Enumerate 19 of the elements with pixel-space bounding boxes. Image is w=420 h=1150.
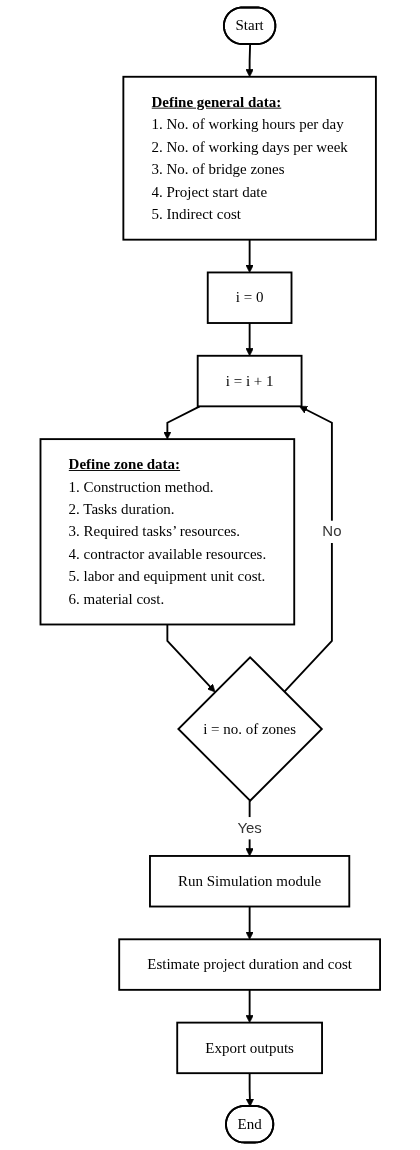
arrow: [283, 405, 333, 693]
arrow: [162, 405, 201, 440]
arrow: [245, 988, 254, 1023]
node-diamond: i = no. of zones: [176, 655, 323, 803]
arrow: [245, 1072, 254, 1107]
arrow: [245, 905, 254, 940]
node-box: i = i + 1: [196, 354, 303, 408]
arrow: [245, 322, 254, 357]
node-box: i = 0: [206, 271, 293, 324]
node-box: Export outputs: [176, 1021, 323, 1075]
arrow: [166, 623, 216, 693]
node-box: Define general data: 1. No. of working hours per day 2. No. of working days per week 3. No. of bridge zones 4. Project start date 5. Indirect cost: [122, 75, 377, 241]
arrow: [245, 43, 254, 78]
node-box: Estimate project duration and cost: [118, 938, 381, 991]
node-box: Define zone data: 1. Construction method. 2. Tasks duration. 3. Required tasks’ resources. 4. contractor available resources. 5. labor and equipment unit cost. 6. material cost.: [39, 438, 295, 626]
edge-label: Yes: [237, 819, 262, 836]
node-box: Run Simulation module: [148, 855, 350, 908]
arrow: [245, 238, 254, 273]
edge-label: No: [322, 523, 342, 540]
